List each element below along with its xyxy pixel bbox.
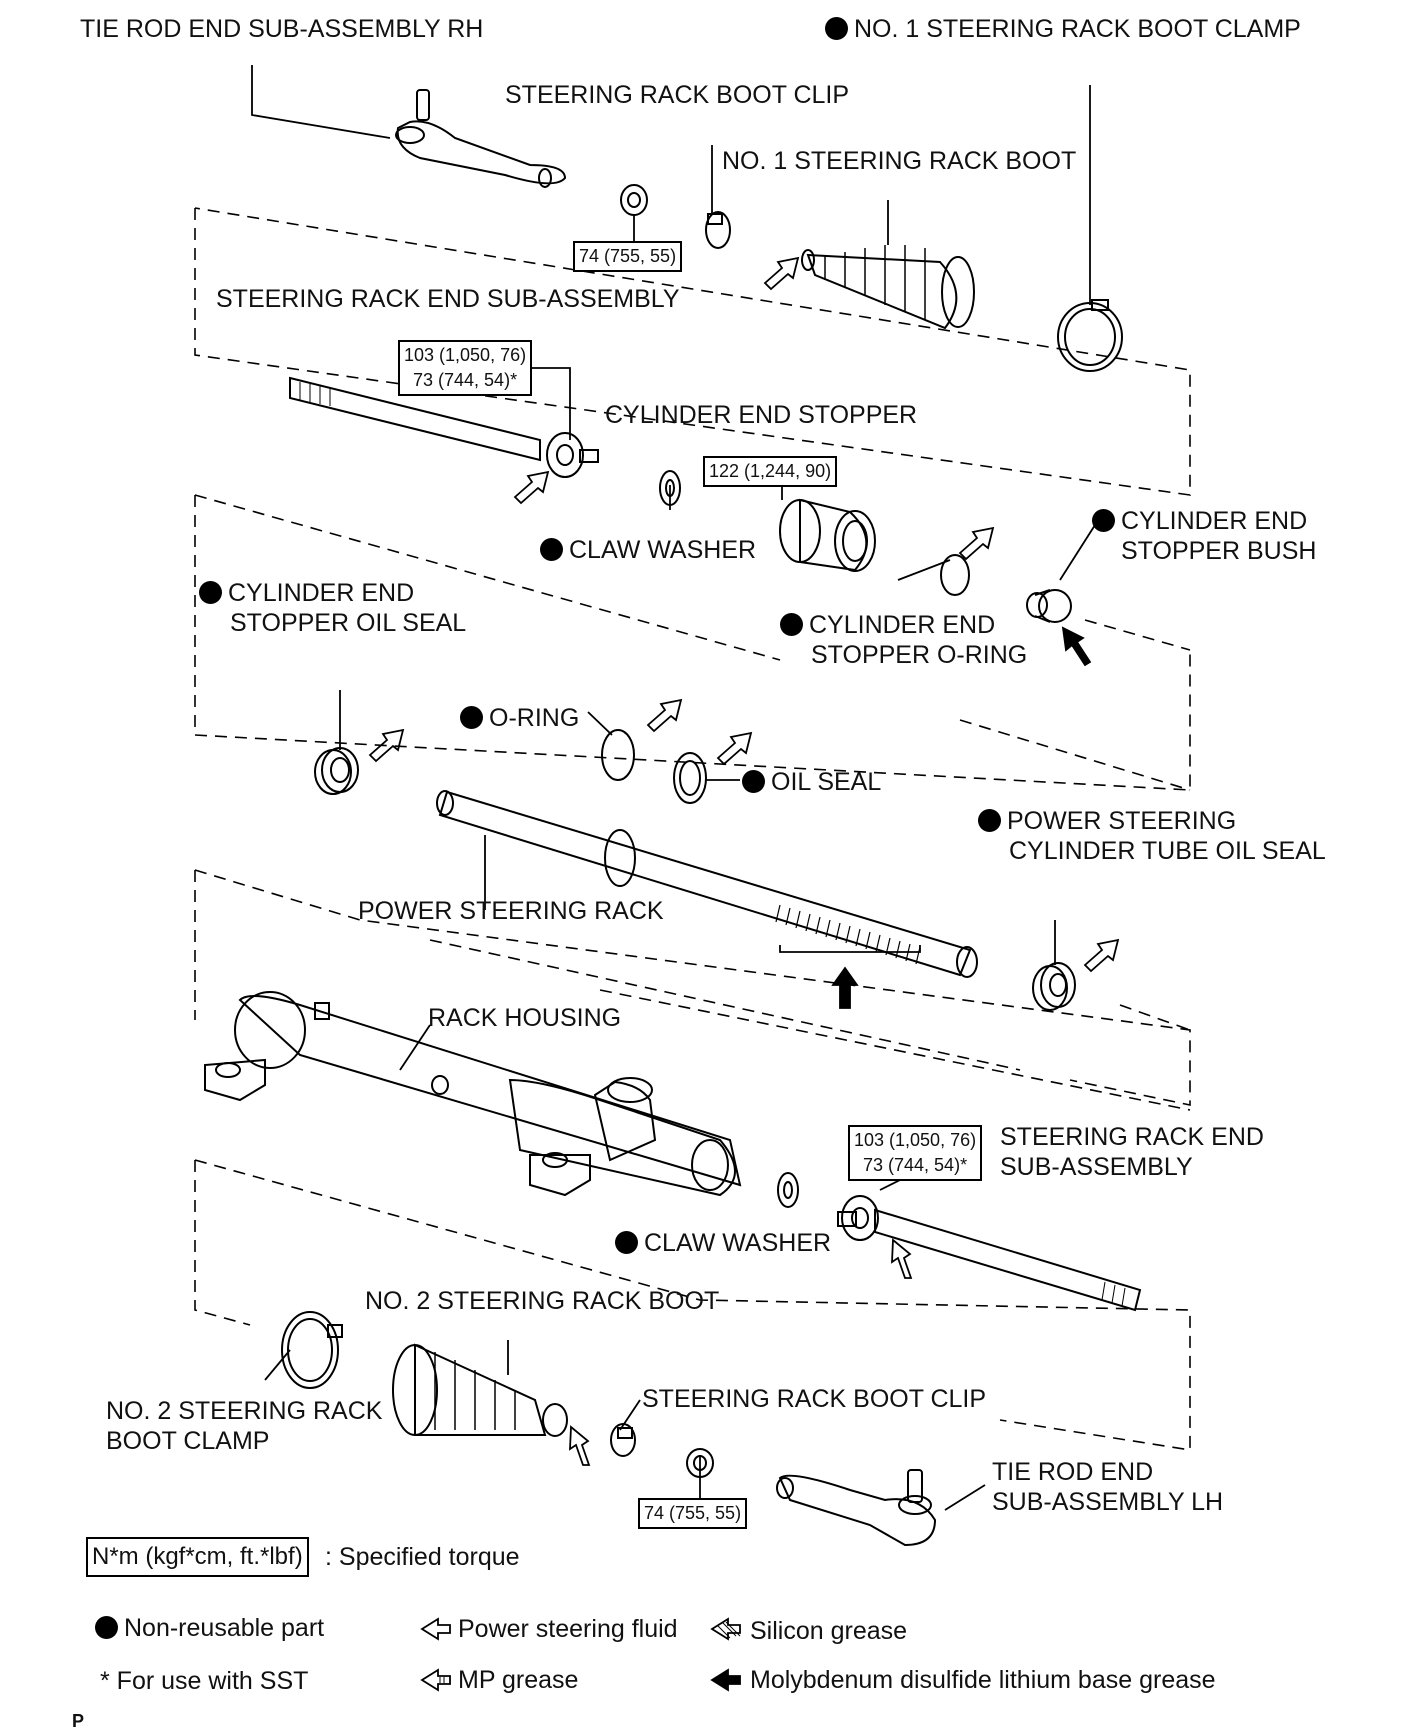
- boot-clamp-2-part: [281, 1311, 343, 1389]
- label-tube-oil-seal-2: CYLINDER TUBE OIL SEAL: [1009, 837, 1326, 865]
- rack-boot-2-part: [392, 1343, 568, 1437]
- label-stopper-oil-seal-2: STOPPER OIL SEAL: [230, 609, 467, 637]
- label-stopper-bush-2: STOPPER BUSH: [1121, 537, 1317, 565]
- o-ring-part: [601, 729, 635, 781]
- label-boot-clamp-2: NO. 2 STEERING RACK: [106, 1397, 383, 1425]
- label-rack-end-2: STEERING RACK END: [1000, 1123, 1264, 1151]
- label-text: CLAW WASHER: [569, 536, 757, 564]
- non-reusable-dot-icon: [978, 809, 1001, 832]
- label-text: CYLINDER END: [228, 579, 415, 607]
- label-rack-end-1: STEERING RACK END SUB-ASSEMBLY: [216, 285, 680, 313]
- cylinder-end-stopper-part: [779, 498, 876, 572]
- legend-text: Non-reusable part: [124, 1614, 325, 1642]
- steering-rack-end-upper-part: [289, 376, 599, 478]
- non-reusable-dot-icon: [780, 613, 803, 636]
- label-oil-seal: OIL SEAL: [742, 767, 881, 797]
- stopper-o-ring-part: [940, 554, 970, 596]
- label-power-steering-rack: POWER STEERING RACK: [358, 897, 664, 925]
- label-claw-washer-1: CLAW WASHER: [540, 535, 756, 565]
- label-text: CYLINDER END: [1121, 507, 1308, 535]
- assembly-axis-lines: [194, 207, 1191, 1451]
- legend-moly: Molybdenum disulfide lithium base grease: [750, 1666, 1216, 1694]
- label-text: NO. 1 STEERING RACK BOOT CLAMP: [854, 15, 1301, 43]
- label-cylinder-end-stopper: CYLINDER END STOPPER: [605, 401, 918, 429]
- torque-line-b: 73 (744, 54)*: [413, 370, 518, 390]
- torque-nut-upper: 74 (755, 55): [573, 241, 683, 272]
- label-boot-clamp-2b: BOOT CLAMP: [106, 1427, 270, 1455]
- label-stopper-bush: CYLINDER END: [1092, 506, 1307, 536]
- nut-lower-part: [686, 1448, 714, 1478]
- legend-sst: * For use with SST: [100, 1667, 309, 1695]
- label-tube-oil-seal: POWER STEERING: [978, 806, 1236, 836]
- torque-nut-lower: 74 (755, 55): [638, 1498, 748, 1529]
- rack-boot-1-part: [801, 245, 975, 330]
- label-boot-clip-1: STEERING RACK BOOT CLIP: [505, 81, 850, 109]
- label-text: OIL SEAL: [771, 768, 882, 796]
- label-rack-boot-1: NO. 1 STEERING RACK BOOT: [722, 147, 1077, 175]
- torque-stopper: 122 (1,244, 90): [703, 456, 838, 487]
- label-boot-clip-2: STEERING RACK BOOT CLIP: [642, 1385, 987, 1413]
- legend-icons: [420, 1617, 741, 1692]
- tie-rod-end-rh-part: [395, 89, 567, 188]
- torque-line-b: 73 (744, 54)*: [863, 1155, 968, 1175]
- label-rack-end-2b: SUB-ASSEMBLY: [1000, 1153, 1193, 1181]
- label-text: O-RING: [489, 704, 580, 732]
- oil-seal-part: [673, 752, 707, 804]
- legend-silicon: Silicon grease: [750, 1617, 908, 1645]
- legend-torque-box: N*m (kgf*cm, ft.*lbf): [86, 1537, 309, 1577]
- torque-rack-end-upper: 103 (1,050, 76) 73 (744, 54)*: [398, 340, 533, 396]
- label-boot-clamp-1: NO. 1 STEERING RACK BOOT CLAMP: [825, 14, 1301, 44]
- power-steering-rack-part: [436, 790, 978, 978]
- boot-clip-lower-part: [610, 1423, 636, 1457]
- non-reusable-dot-icon: [540, 538, 563, 561]
- label-rack-boot-2: NO. 2 STEERING RACK BOOT: [365, 1287, 720, 1315]
- non-reusable-dot-icon: [1092, 509, 1115, 532]
- cylinder-oil-seal-part: [314, 747, 359, 795]
- label-tie-rod-rh: TIE ROD END SUB-ASSEMBLY RH: [80, 15, 484, 43]
- label-stopper-o-ring-2: STOPPER O-RING: [811, 641, 1028, 669]
- label-tie-rod-lh-2: SUB-ASSEMBLY LH: [992, 1488, 1224, 1516]
- stopper-bush-part: [1026, 589, 1072, 623]
- nut-upper-part: [620, 184, 648, 216]
- label-o-ring: O-RING: [460, 703, 579, 733]
- torque-rack-end-lower: 103 (1,050, 76) 73 (744, 54)*: [848, 1125, 983, 1181]
- footer-code: P: [72, 1711, 85, 1731]
- legend-mp-grease: MP grease: [458, 1666, 579, 1694]
- legend-non-reusable: Non-reusable part: [95, 1613, 324, 1643]
- label-tie-rod-lh: TIE ROD END: [992, 1458, 1154, 1486]
- torque-line-a: 103 (1,050, 76): [404, 345, 527, 365]
- claw-washer-lower-part: [777, 1172, 799, 1208]
- grease-arrows: [368, 256, 1120, 1466]
- label-text: CYLINDER END: [809, 611, 996, 639]
- non-reusable-dot-icon: [460, 706, 483, 729]
- cylinder-tube-oil-seal-part: [1032, 962, 1076, 1011]
- non-reusable-dot-icon: [615, 1231, 638, 1254]
- boot-clamp-1-part: [1057, 299, 1123, 372]
- rack-housing-part: [204, 991, 742, 1197]
- steering-rack-end-lower-part: [837, 1195, 1142, 1312]
- boot-clip-upper-part: [705, 211, 731, 249]
- non-reusable-dot-icon: [825, 17, 848, 40]
- label-stopper-oil-seal: CYLINDER END: [199, 578, 414, 608]
- label-text: CLAW WASHER: [644, 1229, 832, 1257]
- label-claw-washer-2: CLAW WASHER: [615, 1228, 831, 1258]
- non-reusable-dot-icon: [199, 581, 222, 604]
- non-reusable-dot-icon: [95, 1616, 118, 1639]
- legend-ps-fluid: Power steering fluid: [458, 1615, 678, 1643]
- torque-line-a: 103 (1,050, 76): [854, 1130, 977, 1150]
- tie-rod-end-lh-part: [776, 1469, 937, 1547]
- legend-torque-text: : Specified torque: [325, 1543, 520, 1571]
- non-reusable-dot-icon: [742, 770, 765, 793]
- label-rack-housing: RACK HOUSING: [428, 1004, 622, 1032]
- claw-washer-upper-part: [659, 470, 681, 506]
- label-stopper-o-ring: CYLINDER END: [780, 610, 995, 640]
- label-text: POWER STEERING: [1007, 807, 1237, 835]
